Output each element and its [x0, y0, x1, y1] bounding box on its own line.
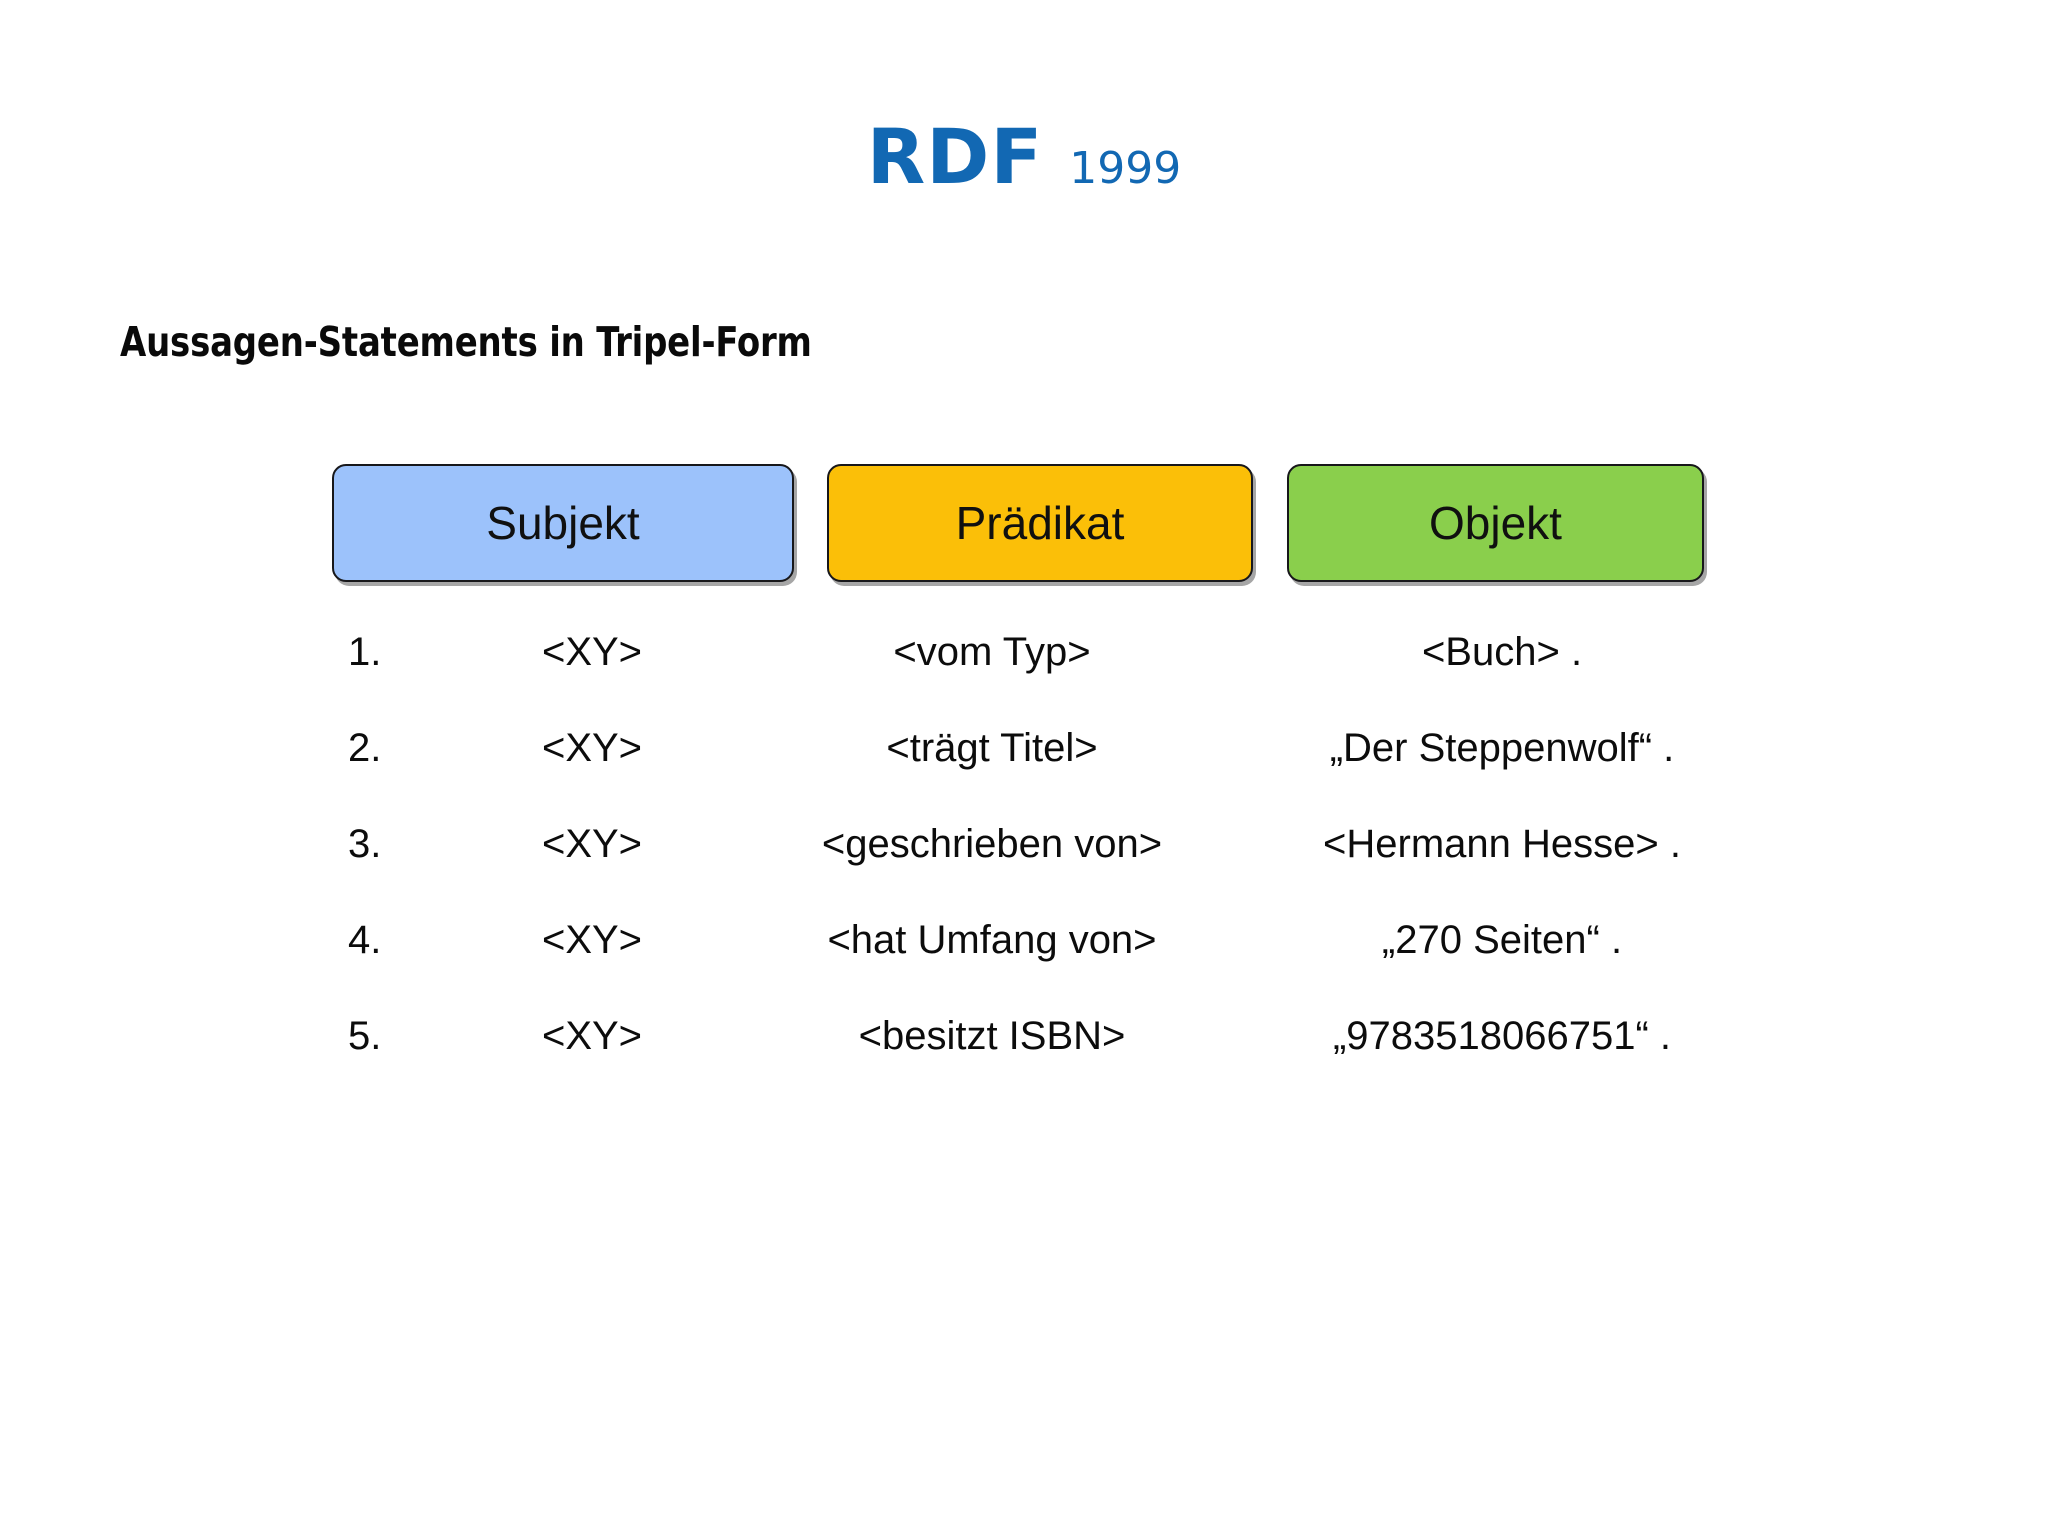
triple-index: 3. — [348, 822, 382, 866]
triple-subject: <XY> — [541, 630, 643, 674]
triple-object: „Der Steppenwolf“ . — [1329, 726, 1675, 770]
triple-subject: <XY> — [541, 822, 643, 866]
triple-index: 4. — [348, 918, 382, 962]
column-header-subjekt-label: Subjekt — [486, 497, 640, 549]
column-header-praedikat: Prädikat — [827, 464, 1253, 582]
column-header-praedikat-label: Prädikat — [955, 497, 1125, 549]
column-header-row: Subjekt Prädikat Objekt — [332, 464, 1704, 582]
triple-object: „9783518066751“ . — [1332, 1014, 1672, 1058]
triple-subject: <XY> — [541, 1014, 643, 1058]
triple-object: „270 Seiten“ . — [1381, 918, 1623, 962]
triple-index: 5. — [348, 1014, 382, 1058]
triple-index: 1. — [348, 630, 382, 674]
triple-list: 1. <XY> <vom Typ> <Buch> . 2. <XY> <träg… — [332, 624, 1812, 1104]
column-header-objekt: Objekt — [1287, 464, 1704, 582]
triple-subject: <XY> — [541, 918, 643, 962]
triple-object: <Hermann Hesse> . — [1323, 822, 1681, 866]
triple-predicate: <trägt Titel> — [886, 726, 1098, 770]
triple-row: 1. <XY> <vom Typ> <Buch> . — [332, 624, 1812, 720]
triple-predicate: <geschrieben von> — [821, 822, 1163, 866]
triple-row: 2. <XY> <trägt Titel> „Der Steppenwolf“ … — [332, 720, 1812, 816]
triple-row: 3. <XY> <geschrieben von> <Hermann Hesse… — [332, 816, 1812, 912]
triple-predicate: <hat Umfang von> — [827, 918, 1157, 962]
triple-subject: <XY> — [541, 726, 643, 770]
column-header-objekt-label: Objekt — [1429, 497, 1562, 549]
triple-object: <Buch> . — [1421, 630, 1583, 674]
triple-predicate: <besitzt ISBN> — [858, 1014, 1126, 1058]
triple-row: 5. <XY> <besitzt ISBN> „9783518066751“ . — [332, 1008, 1812, 1104]
triple-row: 4. <XY> <hat Umfang von> „270 Seiten“ . — [332, 912, 1812, 1008]
title-year-text: 1999 — [1069, 143, 1182, 194]
slide-title: RDF 1999 — [0, 112, 2048, 201]
triple-predicate: <vom Typ> — [893, 630, 1091, 674]
column-header-subjekt: Subjekt — [332, 464, 794, 582]
triple-index: 2. — [348, 726, 382, 770]
section-subheading: Aussagen-Statements in Tripel-Form — [120, 318, 812, 366]
title-main-text: RDF — [866, 112, 1044, 201]
